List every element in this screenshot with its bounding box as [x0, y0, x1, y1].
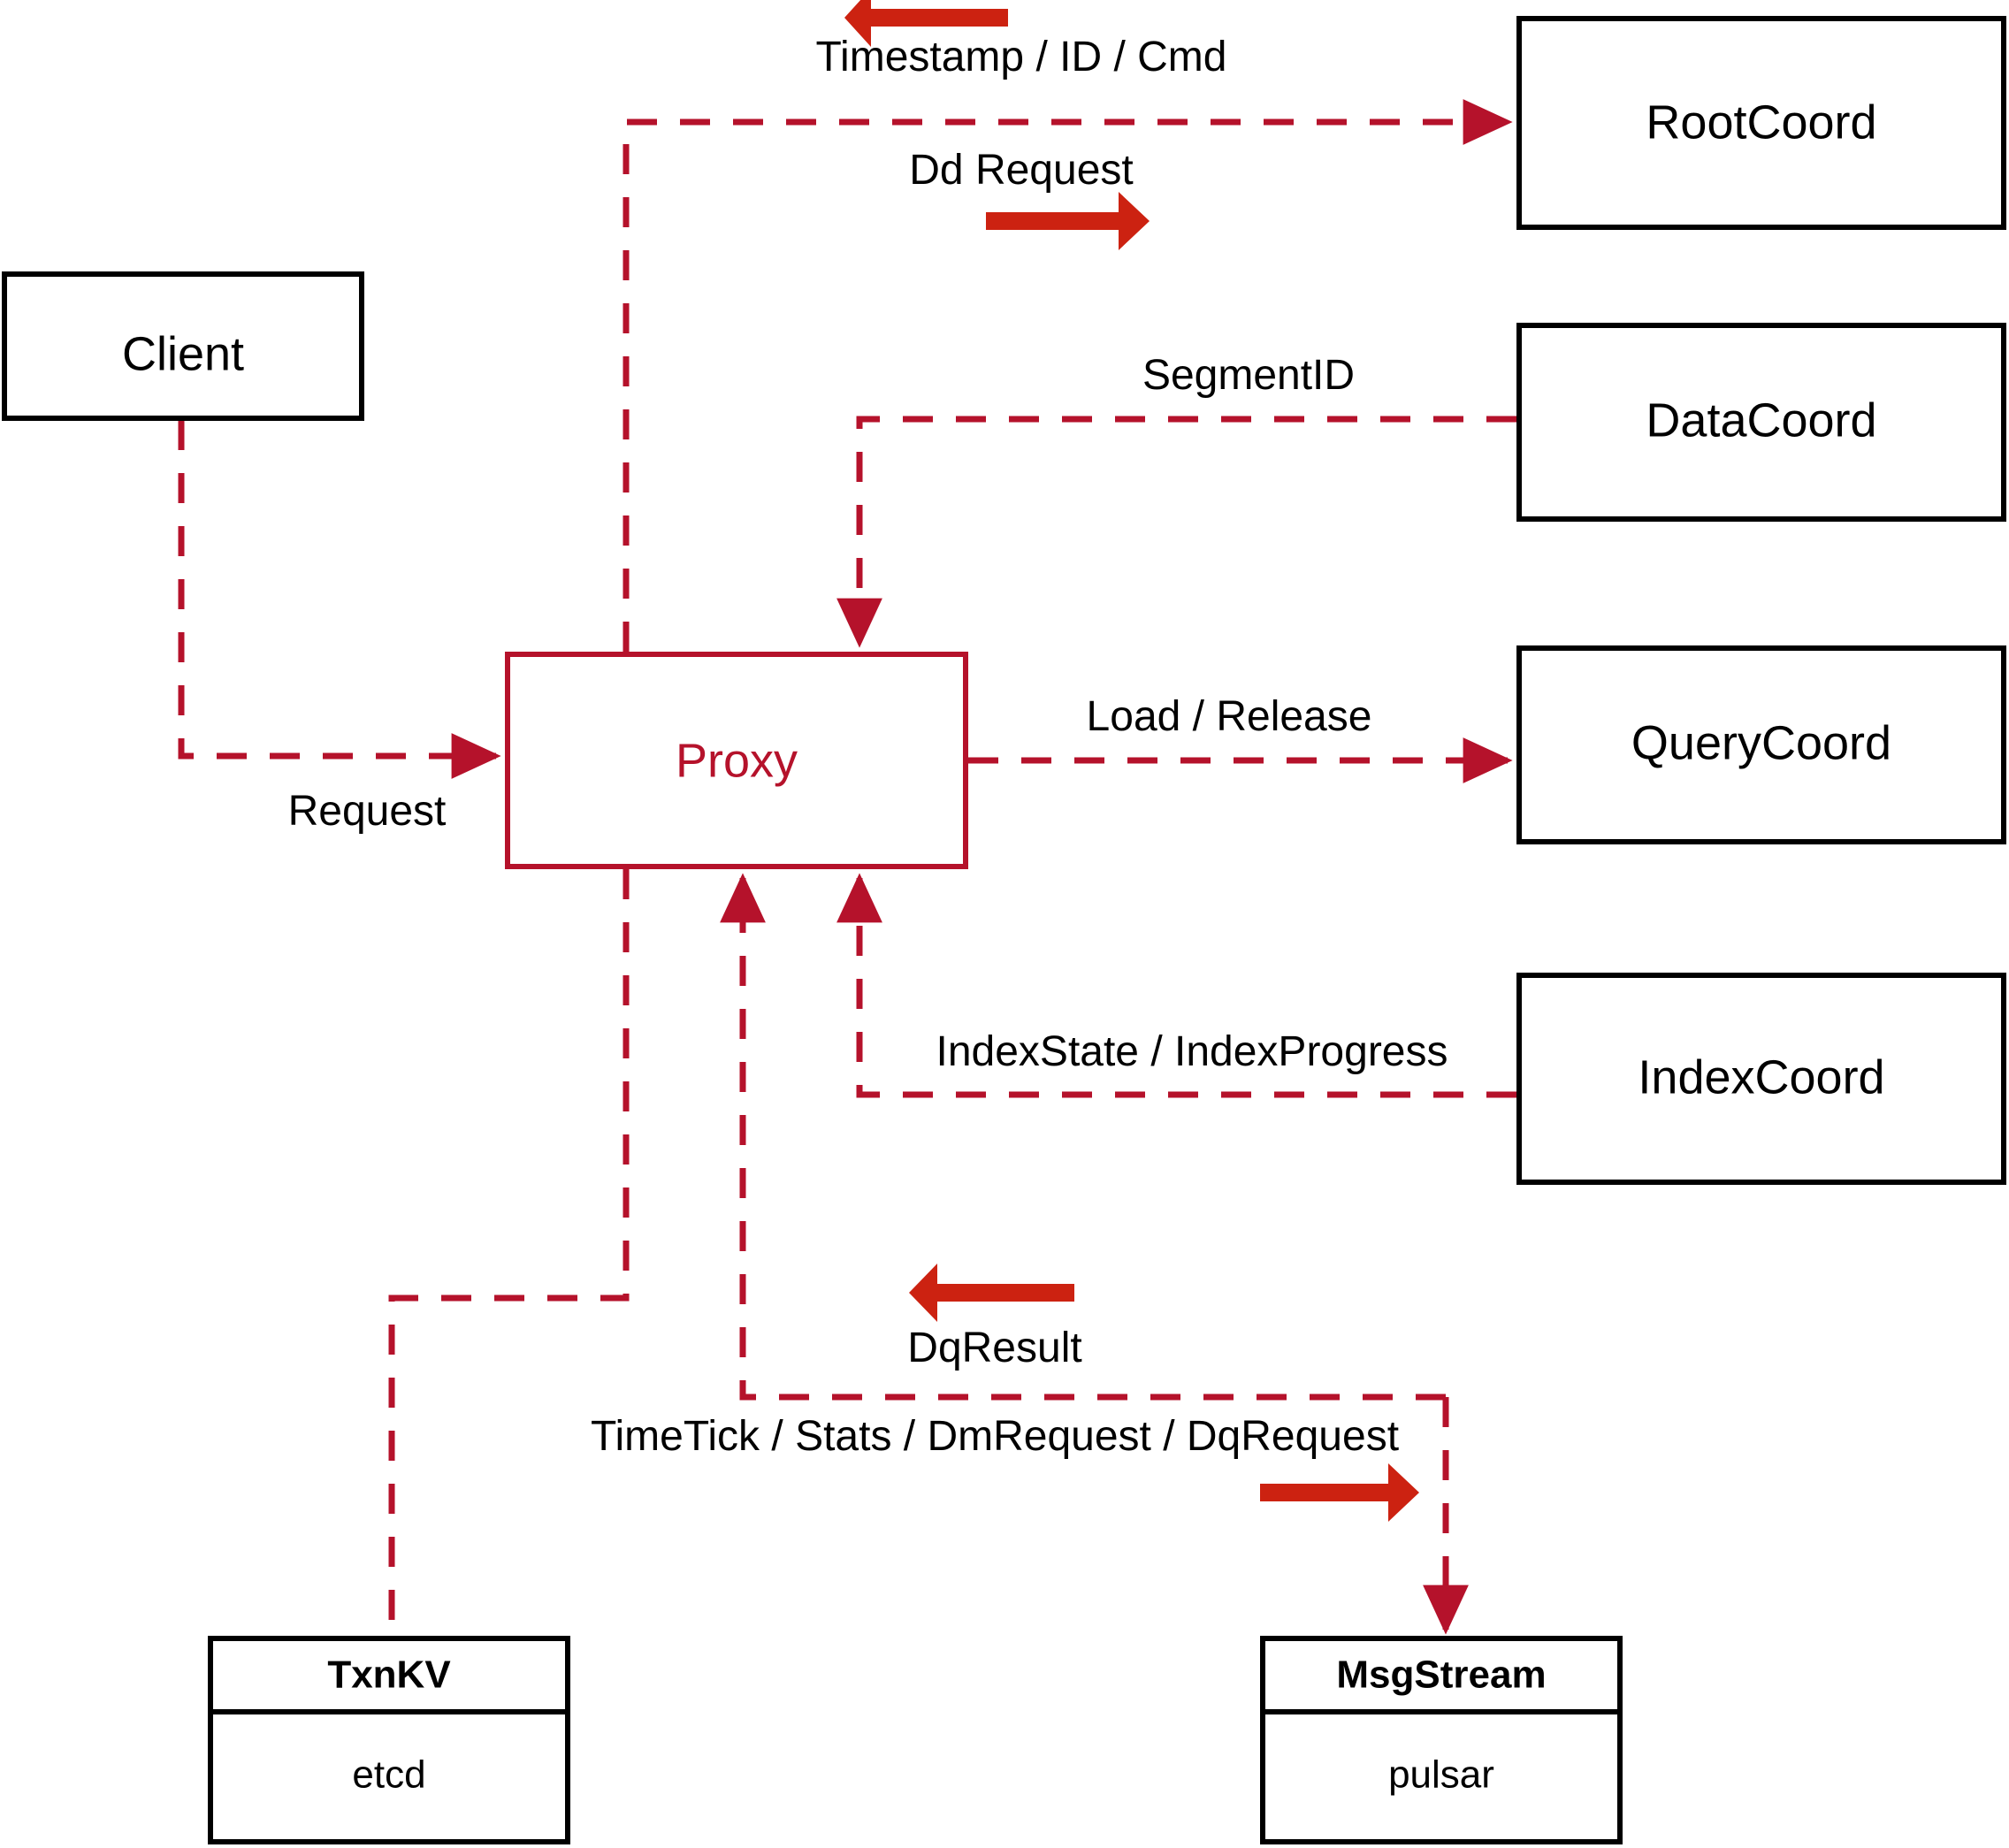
node-proxy[interactable]: Proxy [505, 652, 968, 869]
node-query-coord[interactable]: QueryCoord [1516, 645, 2006, 844]
edge-label-segment-id: SegmentID [1142, 352, 1355, 399]
edge-request-path [178, 420, 501, 779]
node-msgstream-label: MsgStream [1336, 1653, 1546, 1697]
node-client[interactable]: Client [2, 271, 364, 421]
node-data-coord[interactable]: DataCoord [1516, 323, 2006, 522]
edge-label-load-release: Load / Release [1087, 693, 1372, 740]
node-txnkv-label: TxnKV [327, 1653, 451, 1697]
direction-arrow-dd-request [986, 192, 1150, 250]
edge-txnkv-path [388, 869, 630, 1630]
node-txnkv[interactable]: TxnKV etcd [208, 1636, 570, 1844]
edge-dd-request-path [623, 99, 1513, 652]
direction-arrow-timestamp-id-cmd [844, 0, 1008, 47]
node-index-coord[interactable]: IndexCoord [1516, 973, 2006, 1185]
node-root-coord[interactable]: RootCoord [1516, 16, 2006, 230]
edge-label-index-state-progress: IndexState / IndexProgress [936, 1028, 1448, 1075]
edge-index-state-path [836, 873, 1516, 1098]
node-txnkv-impl: etcd [352, 1753, 425, 1797]
node-msgstream-impl: pulsar [1388, 1753, 1494, 1797]
edge-label-timetick-stats: TimeTick / Stats / DmRequest / DqRequest [591, 1413, 1399, 1460]
direction-arrow-dq-result [909, 1264, 1074, 1322]
node-index-coord-label: IndexCoord [1638, 1050, 1884, 1103]
edge-segment-id-path [836, 416, 1516, 648]
direction-arrow-timetick [1260, 1463, 1419, 1522]
node-proxy-label: Proxy [676, 734, 798, 787]
node-root-coord-label: RootCoord [1646, 95, 1876, 149]
edge-label-dq-result: DqResult [907, 1325, 1081, 1371]
node-msgstream[interactable]: MsgStream pulsar [1260, 1636, 1623, 1844]
node-data-coord-label: DataCoord [1646, 393, 1876, 447]
edge-dq-result-path [720, 873, 1446, 1401]
edge-label-dd-request: Dd Request [909, 147, 1133, 194]
edge-label-timestamp-id-cmd: Timestamp / ID / Cmd [816, 34, 1227, 80]
edge-label-request: Request [288, 788, 447, 835]
node-client-label: Client [122, 327, 244, 380]
node-query-coord-label: QueryCoord [1631, 716, 1891, 769]
